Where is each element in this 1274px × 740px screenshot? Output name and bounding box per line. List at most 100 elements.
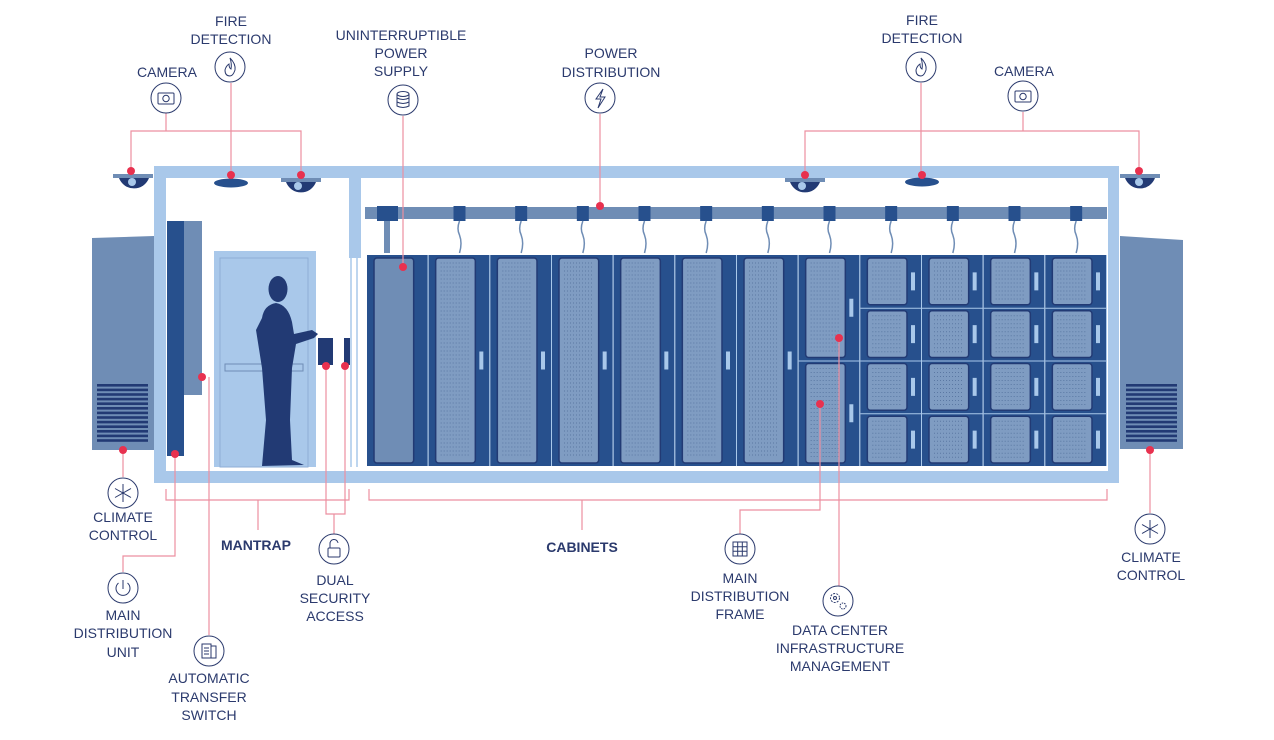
- grid-icon: [724, 533, 756, 565]
- door-handle[interactable]: [1096, 430, 1100, 449]
- label-main-distribution-unit: MAIN DISTRIBUTION UNIT: [74, 607, 173, 660]
- card-reader[interactable]: [344, 338, 350, 365]
- door-handle[interactable]: [972, 325, 977, 344]
- power-connector: [377, 206, 398, 221]
- door-handle[interactable]: [849, 404, 854, 423]
- svg-text:DISTRIBUTION: DISTRIBUTION: [562, 64, 661, 80]
- power-cable: [888, 220, 894, 254]
- door-handle[interactable]: [972, 272, 977, 291]
- door-handle[interactable]: [1034, 377, 1039, 396]
- gears-icon: [822, 585, 854, 617]
- ups-cabinet[interactable]: [367, 255, 429, 466]
- svg-text:TRANSFER: TRANSFER: [171, 689, 246, 705]
- switch-icon: [193, 635, 225, 667]
- svg-text:POWER: POWER: [585, 45, 638, 61]
- svg-text:FIRE: FIRE: [215, 13, 247, 29]
- svg-text:FRAME: FRAME: [716, 606, 765, 622]
- perforated-door: [928, 310, 970, 359]
- camera-left-inner: [281, 178, 321, 193]
- power-cable: [580, 220, 586, 254]
- perforated-door: [496, 257, 538, 464]
- door-handle[interactable]: [602, 351, 607, 370]
- server-cabinet[interactable]: [983, 255, 1046, 466]
- power-connector: [700, 206, 713, 221]
- door-handle[interactable]: [972, 377, 977, 396]
- server-cabinet[interactable]: [552, 255, 614, 466]
- door-handle[interactable]: [972, 430, 977, 449]
- card-reader[interactable]: [318, 338, 333, 365]
- automatic-transfer-switch-panel: [184, 221, 202, 395]
- perforated-door: [866, 415, 908, 464]
- server-cabinet[interactable]: [1045, 255, 1107, 466]
- marker: [297, 171, 305, 179]
- marker: [816, 400, 824, 408]
- camera-icon: [150, 82, 182, 114]
- label-power-distribution: POWER DISTRIBUTION: [562, 45, 661, 80]
- unlock-icon: [318, 533, 350, 565]
- marker: [198, 373, 206, 381]
- svg-text:SECURITY: SECURITY: [300, 590, 371, 606]
- perforated-door: [866, 310, 908, 359]
- door-handle[interactable]: [787, 351, 792, 370]
- label-climate-left: CLIMATE CONTROL: [89, 509, 158, 543]
- person-silhouette: [256, 276, 318, 466]
- power-cable: [642, 220, 647, 254]
- lightning-icon: [584, 82, 616, 114]
- perforated-door: [619, 257, 662, 464]
- power-connector: [946, 206, 959, 221]
- label-fire-detection-left: FIRE DETECTION: [191, 13, 272, 47]
- power-connector: [1008, 206, 1021, 221]
- power-connector: [1070, 206, 1083, 221]
- door-handle[interactable]: [911, 430, 915, 449]
- svg-text:MANAGEMENT: MANAGEMENT: [790, 658, 891, 674]
- power-connector: [638, 206, 651, 221]
- server-cabinet[interactable]: [737, 255, 799, 466]
- server-cabinet[interactable]: [428, 255, 491, 466]
- camera-left-outer: [113, 174, 153, 189]
- camera-right-outer: [1120, 174, 1160, 189]
- server-cabinet[interactable]: [798, 255, 861, 466]
- svg-text:DISTRIBUTION: DISTRIBUTION: [74, 625, 173, 641]
- svg-text:POWER: POWER: [375, 45, 428, 61]
- label-ups: UNINTERRUPTIBLE POWER SUPPLY: [336, 27, 467, 79]
- door-handle[interactable]: [664, 351, 669, 370]
- divider-pillar: [349, 178, 361, 258]
- door-handle[interactable]: [1034, 430, 1039, 449]
- snowflake-icon: [107, 477, 139, 509]
- door-handle[interactable]: [479, 351, 484, 370]
- power-cable: [950, 220, 956, 254]
- svg-text:CONTROL: CONTROL: [89, 527, 158, 543]
- door-handle[interactable]: [726, 351, 730, 370]
- flame-icon: [214, 51, 246, 83]
- server-cabinet[interactable]: [922, 255, 984, 466]
- door-handle[interactable]: [911, 325, 915, 344]
- door-handle[interactable]: [1096, 272, 1100, 291]
- vent-grille: [97, 384, 148, 442]
- perforated-door: [1051, 362, 1093, 411]
- marker: [1146, 446, 1154, 454]
- label-dual-security-access: DUAL SECURITY ACCESS: [300, 572, 371, 624]
- power-cable: [827, 220, 832, 254]
- server-cabinet[interactable]: [490, 255, 552, 466]
- door-handle[interactable]: [1096, 377, 1100, 396]
- power-cable: [703, 220, 709, 254]
- fire-detector-right: [905, 177, 939, 187]
- door-handle[interactable]: [911, 272, 915, 291]
- marker: [1135, 167, 1143, 175]
- perforated-door: [743, 257, 785, 464]
- door-handle[interactable]: [541, 351, 545, 370]
- label-automatic-transfer-switch: AUTOMATIC TRANSFER SWITCH: [168, 670, 249, 723]
- power-feed: [384, 221, 390, 253]
- server-cabinet[interactable]: [613, 255, 676, 466]
- door-handle[interactable]: [911, 377, 915, 396]
- door-handle[interactable]: [849, 298, 854, 317]
- door-handle[interactable]: [1096, 325, 1100, 344]
- power-cable: [457, 220, 462, 254]
- svg-text:SUPPLY: SUPPLY: [374, 63, 429, 79]
- server-cabinet[interactable]: [860, 255, 922, 466]
- door-handle[interactable]: [1034, 325, 1039, 344]
- perforated-door: [1051, 310, 1093, 359]
- door-handle[interactable]: [1034, 272, 1039, 291]
- marker: [835, 334, 843, 342]
- server-cabinet[interactable]: [675, 255, 737, 466]
